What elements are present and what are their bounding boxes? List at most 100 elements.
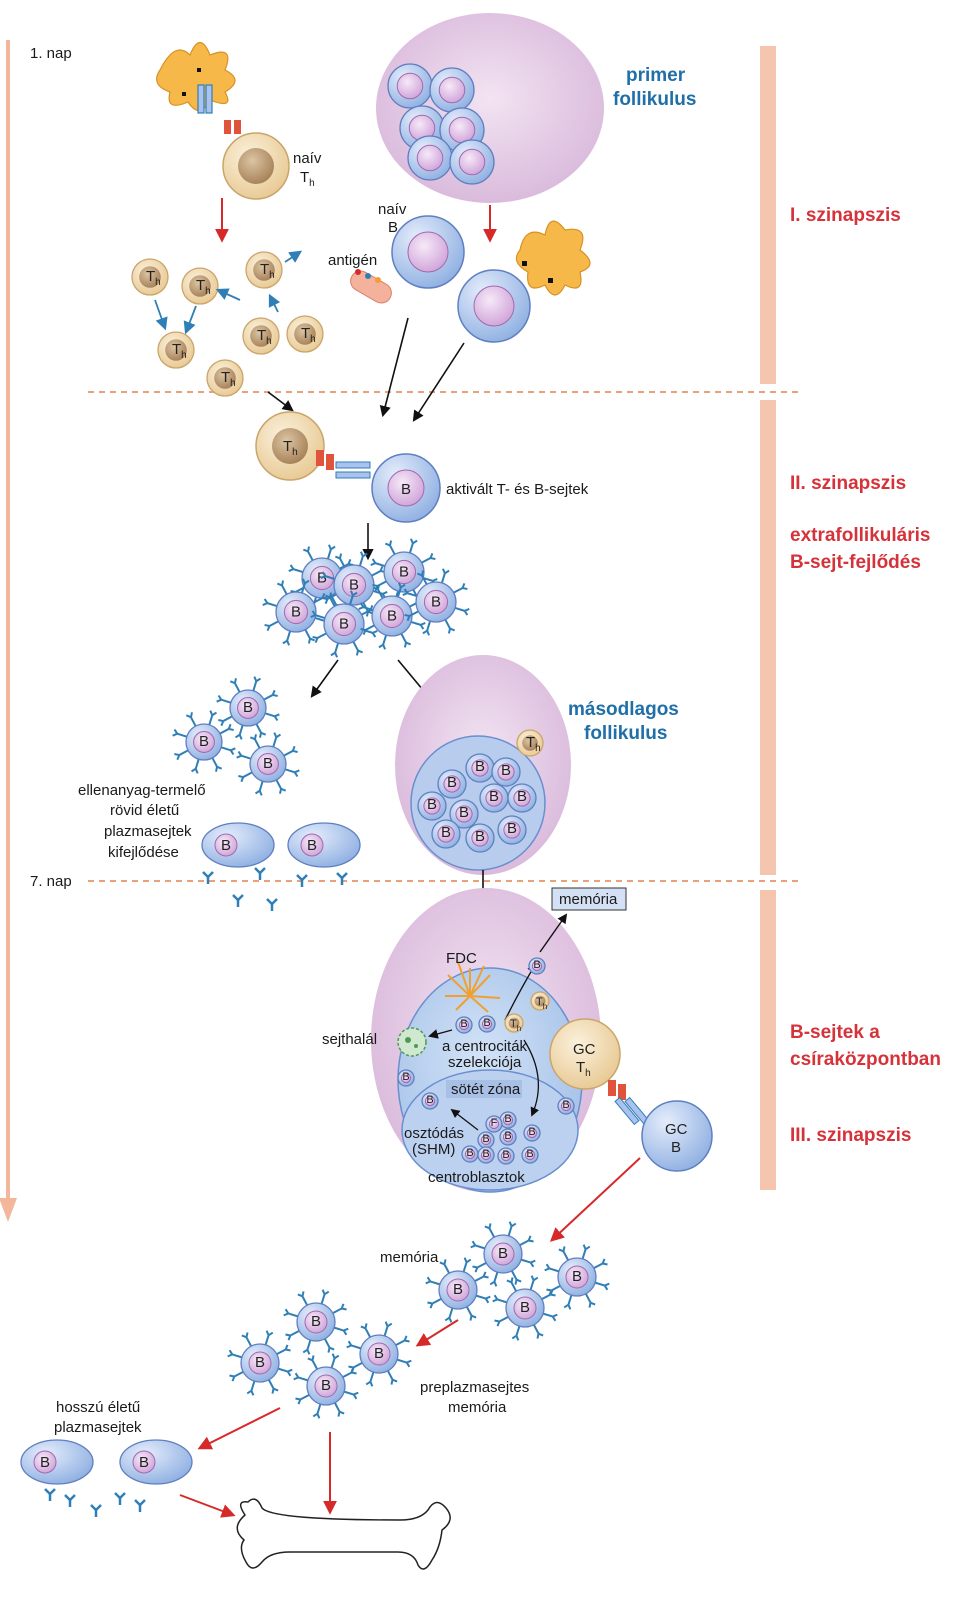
b-cell-letter: B	[475, 828, 485, 845]
th-cell-nucleus	[253, 259, 275, 281]
antibody-arm	[426, 630, 431, 636]
secondary-follicle-label-1: másodlagos	[568, 699, 679, 720]
follicle-b-cell-5	[449, 139, 495, 185]
stage-3-line2: csíraközpontban	[790, 1049, 941, 1070]
gc-b-cell-12: B	[497, 1147, 515, 1165]
antibody-arm	[254, 867, 261, 874]
antibody-stem	[358, 556, 364, 567]
memory-b-cell-2: B	[544, 1244, 610, 1310]
antibody-arm	[464, 607, 470, 612]
arrow-th-to-activated	[267, 391, 294, 412]
memory-box-label: memória	[559, 891, 618, 908]
antibody-stem	[493, 1271, 499, 1283]
antibody-stem	[369, 1371, 375, 1383]
antibody-arm	[349, 590, 354, 596]
antibody-stem	[371, 570, 382, 577]
antibody-arm	[339, 1410, 345, 1415]
antibody-stem	[222, 715, 233, 722]
preplasma-label-1: preplazmasejtes	[420, 1379, 529, 1396]
antibody-arm	[287, 1335, 292, 1341]
b-cell-letter: B	[426, 1094, 433, 1106]
antibody-stem	[333, 1402, 341, 1413]
b-cell-letter: B	[489, 788, 499, 805]
antibody-stem	[272, 736, 278, 748]
b-cell-nucleus	[513, 789, 531, 807]
division-label-1: osztódás	[404, 1125, 464, 1142]
antibody-stem	[178, 749, 189, 756]
centrocyte-selection-label-2: szelekciója	[448, 1054, 522, 1071]
dendritic-cell-2	[515, 220, 591, 296]
secondary-b-cell-8: B	[465, 823, 495, 853]
antibody-stem	[307, 550, 314, 561]
memory-box	[551, 887, 627, 911]
antibody-stem	[584, 1293, 592, 1304]
gc-th-label-2-sub: h	[585, 1068, 591, 1079]
gc-th-label-2: Th	[576, 1059, 591, 1079]
antibody-stem	[448, 1307, 454, 1319]
antibody-arm	[321, 1289, 326, 1295]
antibody-stem	[410, 620, 421, 626]
plasma-long-label-2: plazmasejtek	[54, 1419, 142, 1436]
antibody-arm	[321, 592, 326, 599]
antibody-arm	[227, 723, 232, 730]
secondary-b-cell-4: B	[479, 783, 509, 813]
antibody-arm	[402, 592, 408, 597]
th-expanded-cell-0: Th	[131, 258, 169, 296]
antibody-arm	[44, 1488, 51, 1495]
follicle-b-cell-1	[429, 67, 475, 113]
b-cell-letter: B	[504, 1130, 511, 1142]
b-cell-nucleus	[257, 753, 279, 775]
antibody-arm	[527, 1235, 532, 1241]
antibody-arm	[194, 768, 199, 774]
antibody-stem	[242, 771, 253, 778]
antibody-arm	[240, 776, 245, 783]
antibody-stem	[176, 732, 188, 738]
short-plasma-cell-2: B	[287, 822, 361, 868]
antibody-stem	[325, 575, 336, 581]
antibody-arm	[372, 629, 378, 634]
gc-th-label-2-letter: T	[576, 1059, 585, 1076]
antibody-stem	[408, 610, 419, 617]
antibody-arm	[258, 790, 263, 796]
secondary-b-cell-5: B	[507, 783, 537, 813]
antibody-stem	[245, 1336, 253, 1347]
antibody-arm	[293, 1376, 299, 1381]
b-cell-letter: B	[482, 1148, 489, 1160]
antibody-arm	[90, 1504, 97, 1511]
naive-th-label-1: naív	[293, 150, 322, 167]
antibody-arm	[461, 582, 466, 589]
antibody-arm	[114, 1492, 121, 1499]
plasma-cell-nucleus	[33, 1450, 57, 1474]
naive-b-label-1: naív	[378, 201, 407, 218]
antibody-arm	[276, 582, 283, 587]
antibody-stem	[314, 616, 325, 622]
antibody-arm	[329, 1346, 335, 1351]
stage-3-line1: B-sejtek a	[790, 1022, 880, 1043]
antibody-stem	[364, 624, 375, 631]
b-cell-nucleus	[513, 1296, 537, 1320]
division-label-2: (SHM)	[412, 1141, 455, 1158]
antibody-arm	[362, 629, 367, 636]
antibody-stem	[462, 1261, 468, 1273]
arrow-memory-to-preplasma	[415, 1319, 459, 1347]
b-cell-letter: B	[533, 959, 540, 971]
antibody-arm	[95, 1504, 102, 1511]
antibody-stem	[474, 1244, 486, 1250]
antibody-arm	[406, 615, 411, 622]
b-cell-letter: B	[263, 755, 273, 772]
antibody-arm	[229, 680, 236, 685]
antibody-arm	[420, 621, 426, 626]
antibody-stem	[532, 1324, 540, 1335]
activated-cells-label: aktivált T- és B-sejtek	[446, 481, 589, 498]
antibody-arm	[425, 1280, 431, 1285]
b-cell-nucleus	[248, 1351, 272, 1375]
dendritic-cell-1	[156, 41, 236, 112]
antibody-stem	[567, 1294, 573, 1306]
antibody-stem	[289, 1329, 300, 1337]
b-cell-nucleus	[304, 1310, 328, 1334]
antibody-stem	[498, 1315, 509, 1323]
antigen-particle	[350, 269, 392, 304]
